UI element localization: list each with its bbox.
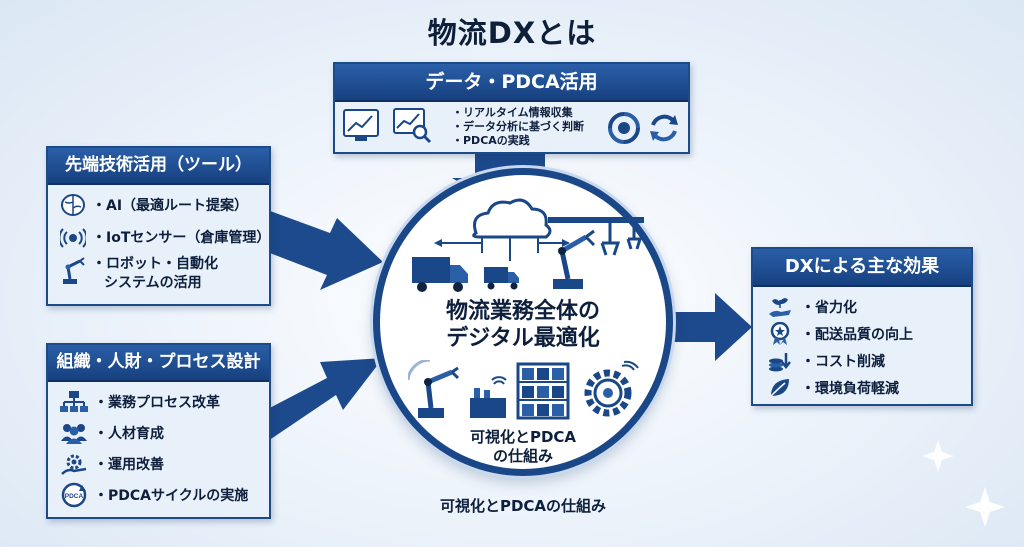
truck-icon — [412, 257, 468, 292]
item-label: ・環境負荷軽減 — [801, 381, 899, 397]
hand-plant-icon — [769, 298, 791, 317]
arrow-left-bottom — [262, 358, 383, 445]
list-item: ・IoTセンサー（倉庫管理） — [60, 223, 270, 251]
advanced-tech-panel: 先端技術活用（ツール） ・AI（最適ルート提案） ・IoTセンサー（倉庫管理） — [46, 146, 271, 306]
item-label-line2: システムの活用 — [104, 275, 202, 291]
center-sub-text: 可視化とPDCA の仕組み — [373, 428, 673, 466]
bullet-item: ・リアルタイム情報収集 — [452, 106, 573, 119]
sparkle-icon — [965, 487, 1005, 527]
item-label: ・省力化 — [801, 300, 857, 316]
award-medal-icon — [770, 322, 790, 345]
iot-sensor-icon — [60, 228, 86, 248]
list-item: ・AI（最適ルート提案） — [60, 191, 261, 219]
circle-bottom-illustration — [408, 360, 639, 420]
list-item: PDCA ・PDCAサイクルの実施 — [60, 481, 261, 508]
center-main-text: 物流業務全体の デジタル最適化 — [373, 298, 673, 352]
panel-heading: 先端技術活用（ツール） — [48, 148, 269, 185]
item-label: ・IoTセンサー（倉庫管理） — [92, 230, 271, 246]
pdca-badge-text: PDCA — [65, 493, 84, 500]
panel-heading: DXによる主な効果 — [753, 249, 971, 287]
robot-arm-icon — [408, 360, 460, 418]
arrow-left-top — [262, 208, 383, 290]
people-icon — [61, 423, 87, 444]
panel-heading: データ・PDCA活用 — [335, 64, 688, 102]
bullet-item: ・データ分析に基づく判断 — [452, 120, 584, 133]
list-item: ・業務プロセス改革 — [60, 388, 261, 415]
small-truck-icon — [484, 267, 519, 290]
item-label: ・PDCAサイクルの実施 — [94, 487, 249, 504]
circle-top-illustration — [412, 198, 644, 292]
org-process-panel: 組織・人財・プロセス設計 ・業務プロセス改革 ・人材育成 — [46, 343, 271, 519]
arrow-right — [668, 293, 752, 361]
magnifier-chart-icon — [393, 108, 432, 144]
gear-hand-icon — [61, 454, 87, 475]
dx-effects-panel: DXによる主な効果 ・省力化 ・配送品質の向上 ・コスト削減 — [751, 247, 973, 406]
coins-down-icon — [769, 353, 791, 372]
list-item: ・人材育成 — [60, 419, 261, 446]
cycle-coin-icon — [608, 112, 640, 144]
item-label: ・AI（最適ルート提案） — [92, 198, 249, 214]
item-label: ・ロボット・自動化 — [92, 256, 218, 272]
list-item: ・省力化 — [767, 295, 961, 319]
item-label: ・運用改善 — [94, 456, 164, 473]
ai-brain-icon — [61, 194, 85, 216]
list-item: ・運用改善 — [60, 450, 261, 477]
item-label: ・コスト削減 — [801, 354, 885, 370]
dashboard-chart-icon — [343, 109, 379, 141]
factory-robot-icon — [548, 217, 644, 289]
warehouse-shelf-icon — [516, 362, 570, 420]
org-chart-icon — [60, 390, 88, 412]
item-label: ・業務プロセス改革 — [94, 394, 220, 411]
item-label: ・配送品質の向上 — [801, 327, 913, 343]
list-item: ・ロボット・自動化 システムの活用 — [60, 255, 261, 299]
cycle-arrows-icon — [650, 114, 678, 142]
panel-heading: 組織・人財・プロセス設計 — [48, 345, 269, 382]
list-item: ・環境負荷軽減 — [767, 376, 961, 400]
sparkle-icon — [922, 440, 954, 472]
center-sub-line1: 可視化とPDCA — [469, 428, 577, 446]
bottom-caption: 可視化とPDCAの仕組み — [439, 497, 607, 515]
top-bullet-list: ・リアルタイム情報収集 ・データ分析に基づく判断 ・PDCAの実践 — [452, 106, 584, 148]
cloud-icon — [434, 198, 570, 261]
data-pdca-panel: データ・PDCA活用 ・リアルタイム情報収集 ・データ分析に基づく判断 ・PDC… — [333, 62, 690, 154]
center-sub-line2: の仕組み — [492, 447, 553, 465]
leaf-icon — [770, 379, 789, 397]
pdca-cycle-icon: PDCA — [61, 482, 87, 507]
bullet-item: ・PDCAの実践 — [452, 134, 530, 147]
center-main-line2: デジタル最適化 — [446, 326, 600, 351]
list-item: ・コスト削減 — [767, 349, 961, 373]
item-label: ・人材育成 — [94, 425, 164, 442]
page-title: 物流DXとは — [427, 16, 597, 50]
factory-icon — [470, 376, 507, 418]
robot-arm-icon — [63, 257, 85, 284]
center-main-line1: 物流業務全体の — [445, 299, 600, 324]
smart-gear-icon — [584, 360, 639, 417]
list-item: ・配送品質の向上 — [767, 322, 961, 346]
